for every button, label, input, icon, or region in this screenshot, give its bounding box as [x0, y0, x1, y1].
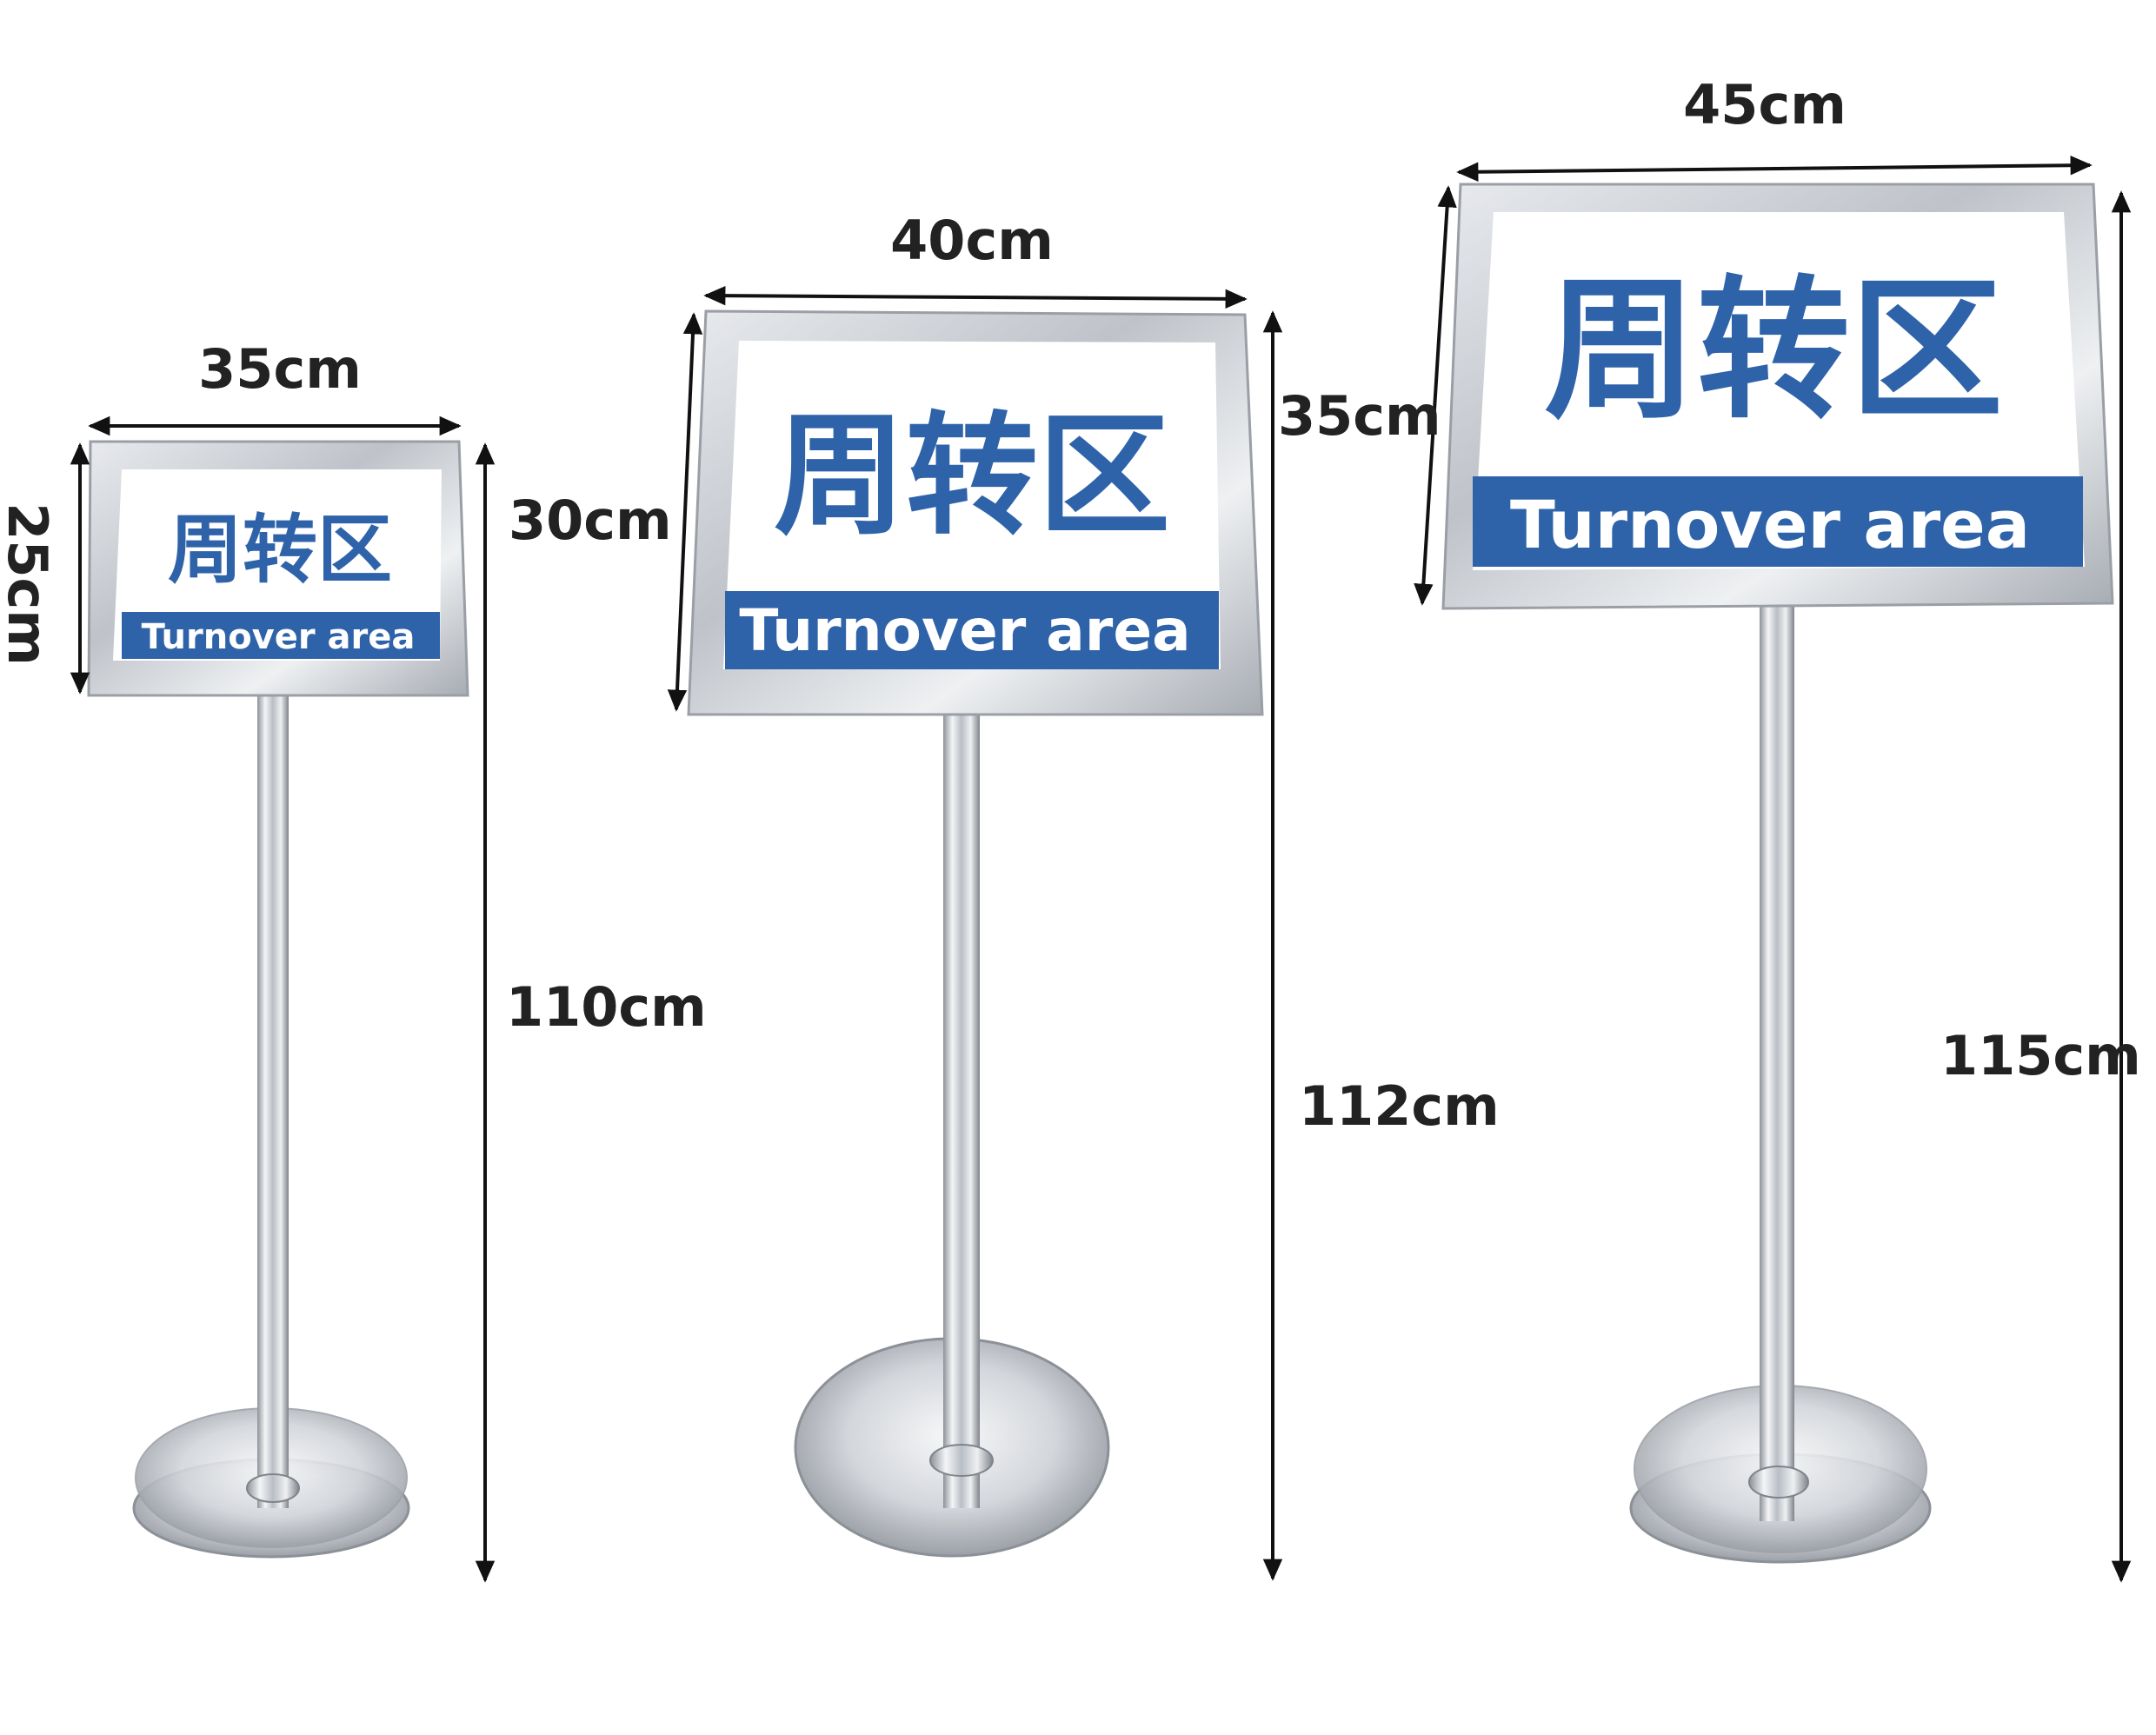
stand-small-sign-en: Turnover area [142, 617, 416, 657]
stand-large-sign-en: Turnover area [1510, 486, 2030, 563]
stand-large-width-label: 45cm [1683, 73, 1847, 136]
stand-medium-total-label: 112cm [1299, 1074, 1500, 1138]
stand-large-pole [1760, 600, 1794, 1521]
stand-medium-sign-band [725, 591, 1219, 669]
stand-small-sign-band [122, 612, 440, 659]
dimension-labels: 35cm 25cm 110cm 40cm 30cm 112cm 45cm 35c… [0, 73, 2141, 1138]
stand-large-width-line [1456, 156, 2093, 182]
stand-large: 周转区 Turnover area [1441, 183, 2114, 1564]
stand-large-sign-band [1473, 476, 2083, 567]
stand-small-pole [257, 687, 289, 1508]
stand-medium-sign-panel [723, 341, 1221, 669]
stand-medium-width-label: 40cm [890, 209, 1054, 272]
stand-small-collar [246, 1473, 300, 1503]
stand-medium: 周转区 Turnover area [687, 309, 1264, 1558]
stand-medium-height-line [667, 312, 703, 712]
stand-large-collar [1748, 1466, 1809, 1499]
stand-medium-width-line [703, 285, 1248, 309]
stand-medium-sign-en: Turnover area [739, 597, 1190, 664]
dimension-lines [70, 156, 2132, 1583]
stand-small-sign-cn: 周转区 [168, 507, 392, 594]
stand-large-height-label: 35cm [1278, 384, 1441, 448]
stand-small: 周转区 Turnover area [87, 440, 469, 1559]
stand-large-total-label: 115cm [1940, 1024, 2141, 1087]
stand-small-height-label: 25cm [0, 502, 59, 666]
stand-medium-collar [929, 1444, 994, 1477]
stand-medium-pole [943, 713, 980, 1508]
stand-small-total-label: 110cm [506, 975, 707, 1039]
stand-large-height-line [1414, 185, 1457, 606]
stand-large-sign-cn: 周转区 [1544, 262, 2003, 440]
stand-medium-height-label: 30cm [509, 489, 672, 552]
stand-small-width-label: 35cm [198, 337, 362, 401]
stand-medium-sign-cn: 周转区 [774, 399, 1170, 553]
